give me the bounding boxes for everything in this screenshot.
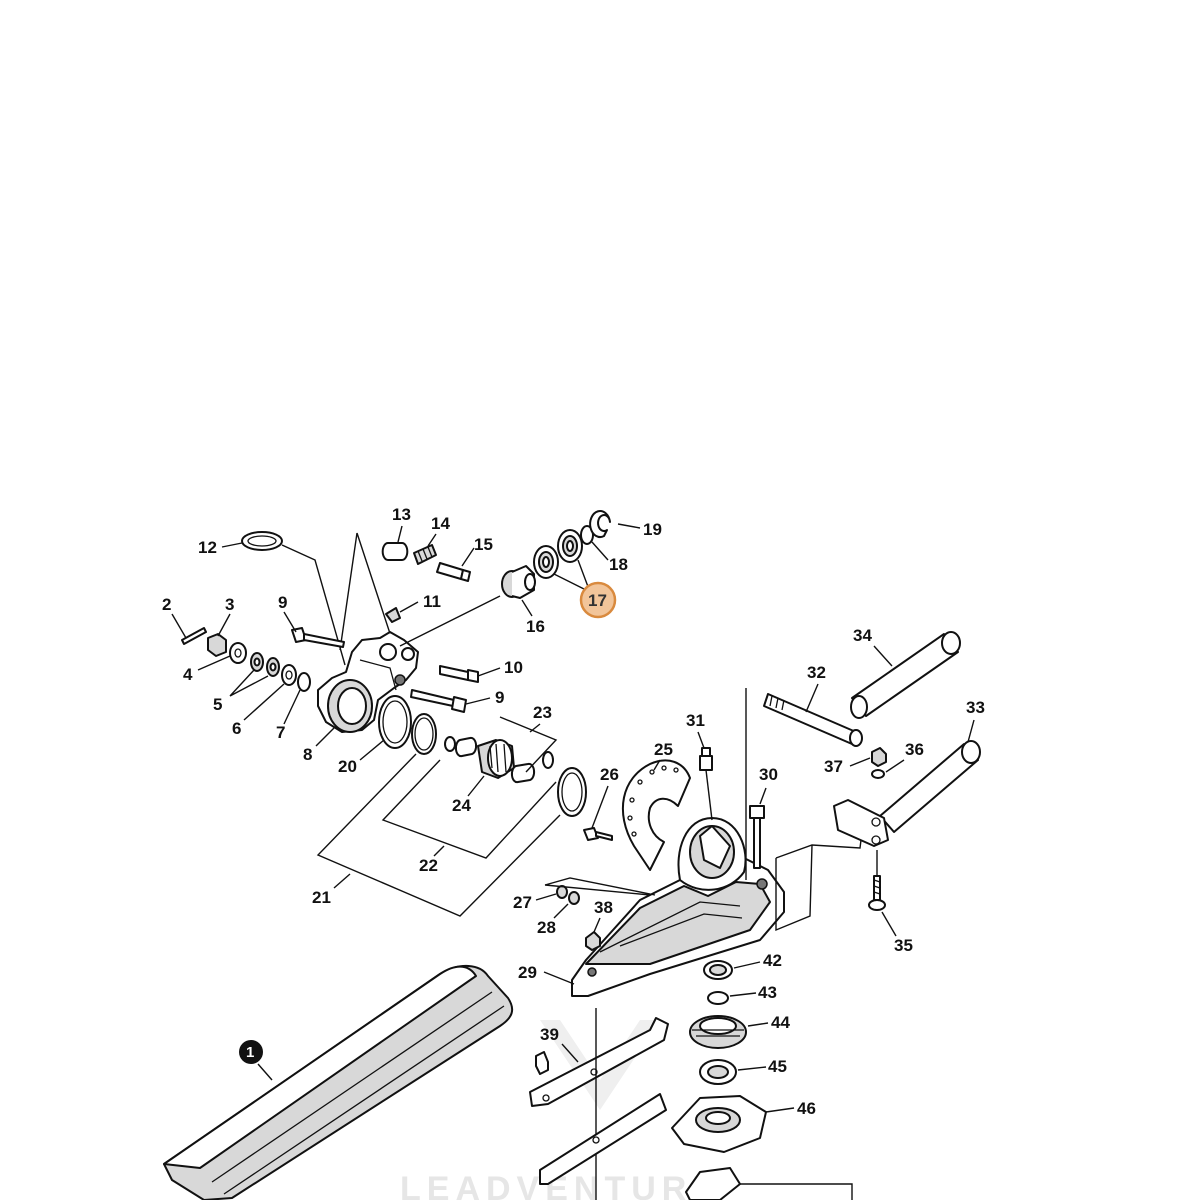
gearbox-assembly <box>529 631 981 1200</box>
label-23: 23 <box>533 703 552 722</box>
label-35: 35 <box>894 936 913 955</box>
label-39: 39 <box>540 1025 559 1044</box>
shroud-part-1 <box>163 965 514 1200</box>
label-26: 26 <box>600 765 619 784</box>
label-27: 27 <box>513 893 532 912</box>
label-36: 36 <box>905 740 924 759</box>
label-10: 10 <box>504 658 523 677</box>
label-2: 2 <box>162 595 171 614</box>
label-4: 4 <box>183 665 193 684</box>
label-15: 15 <box>474 535 493 554</box>
label-16: 16 <box>526 617 545 636</box>
label-3: 3 <box>225 595 234 614</box>
label-21: 21 <box>312 888 331 907</box>
label-19: 19 <box>643 520 662 539</box>
label-28: 28 <box>537 918 556 937</box>
label-43: 43 <box>758 983 777 1002</box>
label-38: 38 <box>594 898 613 917</box>
label-46: 46 <box>797 1099 816 1118</box>
label-29: 29 <box>518 963 537 982</box>
part-labels: 2 3 4 5 6 7 8 9 9 10 11 12 13 14 15 16 1… <box>162 505 985 1118</box>
label-22: 22 <box>419 856 438 875</box>
label-44: 44 <box>771 1013 790 1032</box>
label-31: 31 <box>686 711 705 730</box>
label-20: 20 <box>338 757 357 776</box>
label-9-upper: 9 <box>278 593 287 612</box>
label-45: 45 <box>768 1057 787 1076</box>
label-9-lower: 9 <box>495 688 504 707</box>
label-42: 42 <box>763 951 782 970</box>
highlighted-part-marker <box>579 581 617 619</box>
label-11: 11 <box>423 592 441 611</box>
label-14: 14 <box>431 514 450 533</box>
label-7: 7 <box>276 723 285 742</box>
gear-head-assembly <box>181 510 611 917</box>
label-17: 17 <box>588 591 607 610</box>
label-25: 25 <box>654 740 673 759</box>
label-12: 12 <box>198 538 217 557</box>
label-5: 5 <box>213 695 222 714</box>
label-8: 8 <box>303 745 312 764</box>
label-33: 33 <box>966 698 985 717</box>
label-1-badge <box>239 1040 263 1064</box>
label-30: 30 <box>759 765 778 784</box>
label-34: 34 <box>853 626 872 645</box>
label-1: 1 <box>246 1044 254 1061</box>
label-37: 37 <box>824 757 843 776</box>
label-32: 32 <box>807 663 826 682</box>
label-6: 6 <box>232 719 241 738</box>
label-18: 18 <box>609 555 628 574</box>
label-24: 24 <box>452 796 471 815</box>
label-13: 13 <box>392 505 411 524</box>
